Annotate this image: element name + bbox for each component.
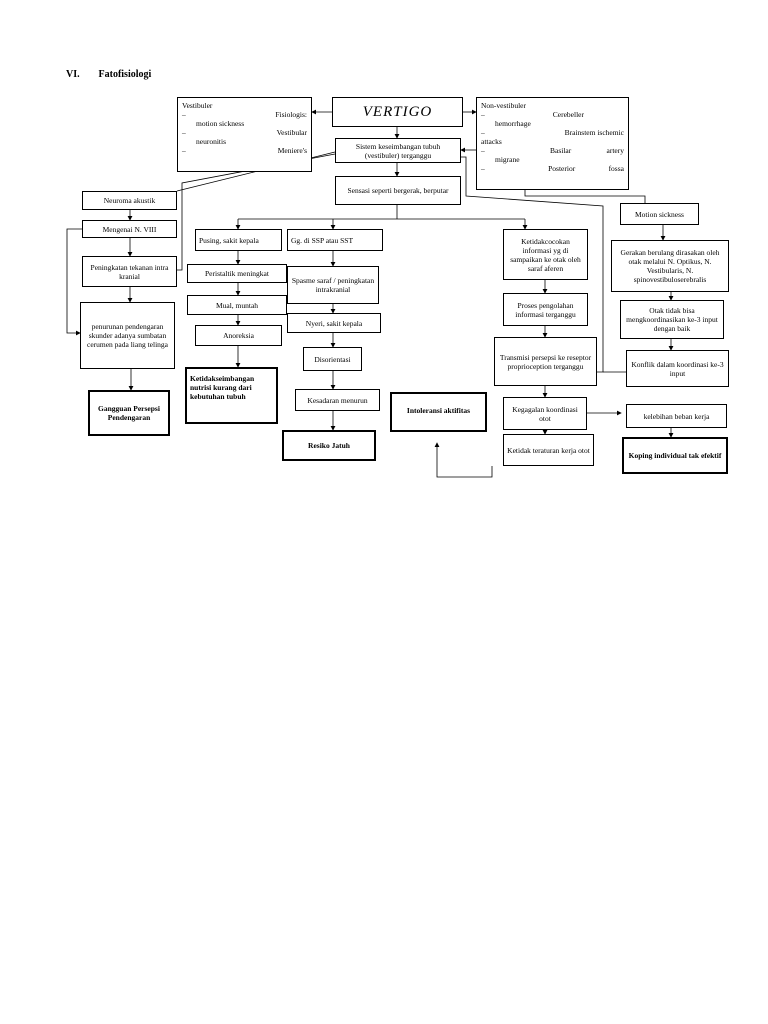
sensasi-label: Sensasi seperti bergerak, berputar [347,186,449,195]
vertigo-label: VERTIGO [362,103,433,120]
dash: – [182,146,186,155]
non-vestibuler-item: fossa [608,164,624,173]
dash: – [481,146,485,155]
section-title: Fatofisiologi [98,69,152,80]
mual-label: Mual, muntah [215,300,259,310]
kelebihan-beban-node: kelebihan beban kerja [626,404,727,428]
non-vestibuler-item: migrane [495,155,520,164]
ketidakteraturan-label: Ketidak teraturan kerja otot [507,445,590,455]
kelebihan-beban-label: kelebihan beban kerja [643,411,710,421]
otak-tidak-node: Otak tidak bisa mengkoordinasikan ke-3 i… [620,300,724,339]
non-vestibuler-node: Non-vestibuler – Cerebeller hemorrhage – B… [476,97,629,190]
dash: – [481,128,485,137]
nyeri-node: Nyeri, sakit kepala [287,313,381,333]
section-heading: VI. Fatofisiologi [66,69,151,80]
dash: – [481,110,485,119]
vestibuler-item: Meniere's [277,146,307,155]
spasme-node: Spasme saraf / peningkatan intrakranial [287,266,379,304]
ketidakseimbangan-nutrisi-label: Ketidakseimbangan nutrisi kurang dari ke… [190,374,255,401]
non-vestibuler-item: attacks [481,137,502,146]
peningkatan-tekanan-node: Peningkatan tekanan intra kranial [82,256,177,287]
vestibuler-item: Fisiologis: [275,110,307,119]
konflik-node: Konflik dalam koordinasi ke-3 input [626,350,729,387]
anoreksia-label: Anoreksia [223,331,254,340]
gg-ssp-label: Gg. di SSP atau SST [291,235,354,245]
intoleransi-aktifitas-node: Intoleransi aktifitas [390,392,487,432]
kesadaran-node: Kesadaran menurun [295,389,380,411]
otak-tidak-label: Otak tidak bisa mengkoordinasikan ke-3 i… [626,306,718,333]
nyeri-label: Nyeri, sakit kepala [305,318,363,328]
anoreksia-node: Anoreksia [195,325,282,346]
vestibuler-item: Vestibular [276,128,307,137]
penurunan-label: penurunan pendengaran skunder adanya sum… [86,322,168,349]
transmisi-label: Transmisi persepsi ke reseptor proprioce… [499,352,592,371]
motion-sickness-label: Motion sickness [635,209,684,219]
kegagalan-label: Kegagalan koordinasi otot [512,404,578,423]
gangguan-persepsi-node: Gangguan Persepsi Pendengaran [88,390,170,436]
proses-node: Proses pengolahan informasi terganggu [503,293,588,326]
vestibuler-item: motion sickness [196,119,245,128]
non-vestibuler-title: Non-vestibuler [481,101,526,110]
vestibuler-title: Vestibuler [182,101,213,110]
non-vestibuler-item: Posterior [548,164,576,173]
disorientasi-node: Disorientasi [303,347,362,371]
mengenai-label: Mengenai N. VIII [102,224,157,234]
motion-sickness-node: Motion sickness [620,203,699,225]
sistem-keseimbangan-node: Sistem keseimbangan tubuh (vestibuler) t… [335,138,461,163]
gg-ssp-node: Gg. di SSP atau SST [287,229,383,251]
kegagalan-node: Kegagalan koordinasi otot [503,397,587,430]
spasme-label: Spasme saraf / peningkatan intrakranial [291,276,375,294]
non-vestibuler-item: Basilar [550,146,572,155]
section-number: VI. [66,69,80,80]
peristaltik-node: Peristaltik meningkat [187,264,287,283]
gerakan-label: Gerakan berulang dirasakan oleh otak mel… [620,248,720,284]
sistem-keseimbangan-label: Sistem keseimbangan tubuh (vestibuler) t… [355,141,441,160]
ketidakteraturan-node: Ketidak teraturan kerja otot [503,434,594,466]
non-vestibuler-item: Brainstem ischemic [564,128,624,137]
pusing-label: Pusing, sakit kepala [199,235,259,245]
disorientasi-label: Disorientasi [314,354,351,364]
neuroma-node: Neuroma akustik [82,191,177,210]
ketidakseimbangan-nutrisi-node: Ketidakseimbangan nutrisi kurang dari ke… [185,367,278,424]
gerakan-node: Gerakan berulang dirasakan oleh otak mel… [611,240,729,292]
vertigo-node: VERTIGO [332,97,463,127]
vestibuler-node: Vestibuler –Fisiologis: motion sickness … [177,97,312,172]
penurunan-node: penurunan pendengaran skunder adanya sum… [80,302,175,369]
peningkatan-tekanan-label: Peningkatan tekanan intra kranial [90,262,169,281]
sensasi-node: Sensasi seperti bergerak, berputar [335,176,461,205]
koping-individual-node: Koping individual tak efektif [622,437,728,474]
resiko-jatuh-node: Resiko Jatuh [282,430,376,461]
transmisi-node: Transmisi persepsi ke reseptor proprioce… [494,337,597,386]
proses-label: Proses pengolahan informasi terganggu [515,300,576,319]
non-vestibuler-item: Cerebeller [552,110,584,119]
non-vestibuler-item: hemorrhage [495,119,531,128]
pusing-node: Pusing, sakit kepala [195,229,282,251]
dash: – [481,164,485,173]
kesadaran-label: Kesadaran menurun [307,395,368,405]
resiko-jatuh-label: Resiko Jatuh [308,441,350,450]
koping-individual-label: Koping individual tak efektif [628,451,722,460]
konflik-label: Konflik dalam koordinasi ke-3 input [631,359,724,378]
ketidakcocokan-node: Ketidakcocokan informasi yg di sampaikan… [503,229,588,280]
gangguan-persepsi-label: Gangguan Persepsi Pendengaran [98,404,160,422]
neuroma-label: Neuroma akustik [103,196,156,205]
non-vestibuler-item: artery [606,146,625,155]
dash: – [182,128,186,137]
peristaltik-label: Peristaltik meningkat [205,269,269,278]
ketidakcocokan-label: Ketidakcocokan informasi yg di sampaikan… [510,236,581,273]
vestibuler-item: neuronitis [196,137,226,146]
dash: – [182,110,186,119]
intoleransi-aktifitas-label: Intoleransi aktifitas [406,406,471,415]
mual-node: Mual, muntah [187,295,287,315]
mengenai-node: Mengenai N. VIII [82,220,177,238]
